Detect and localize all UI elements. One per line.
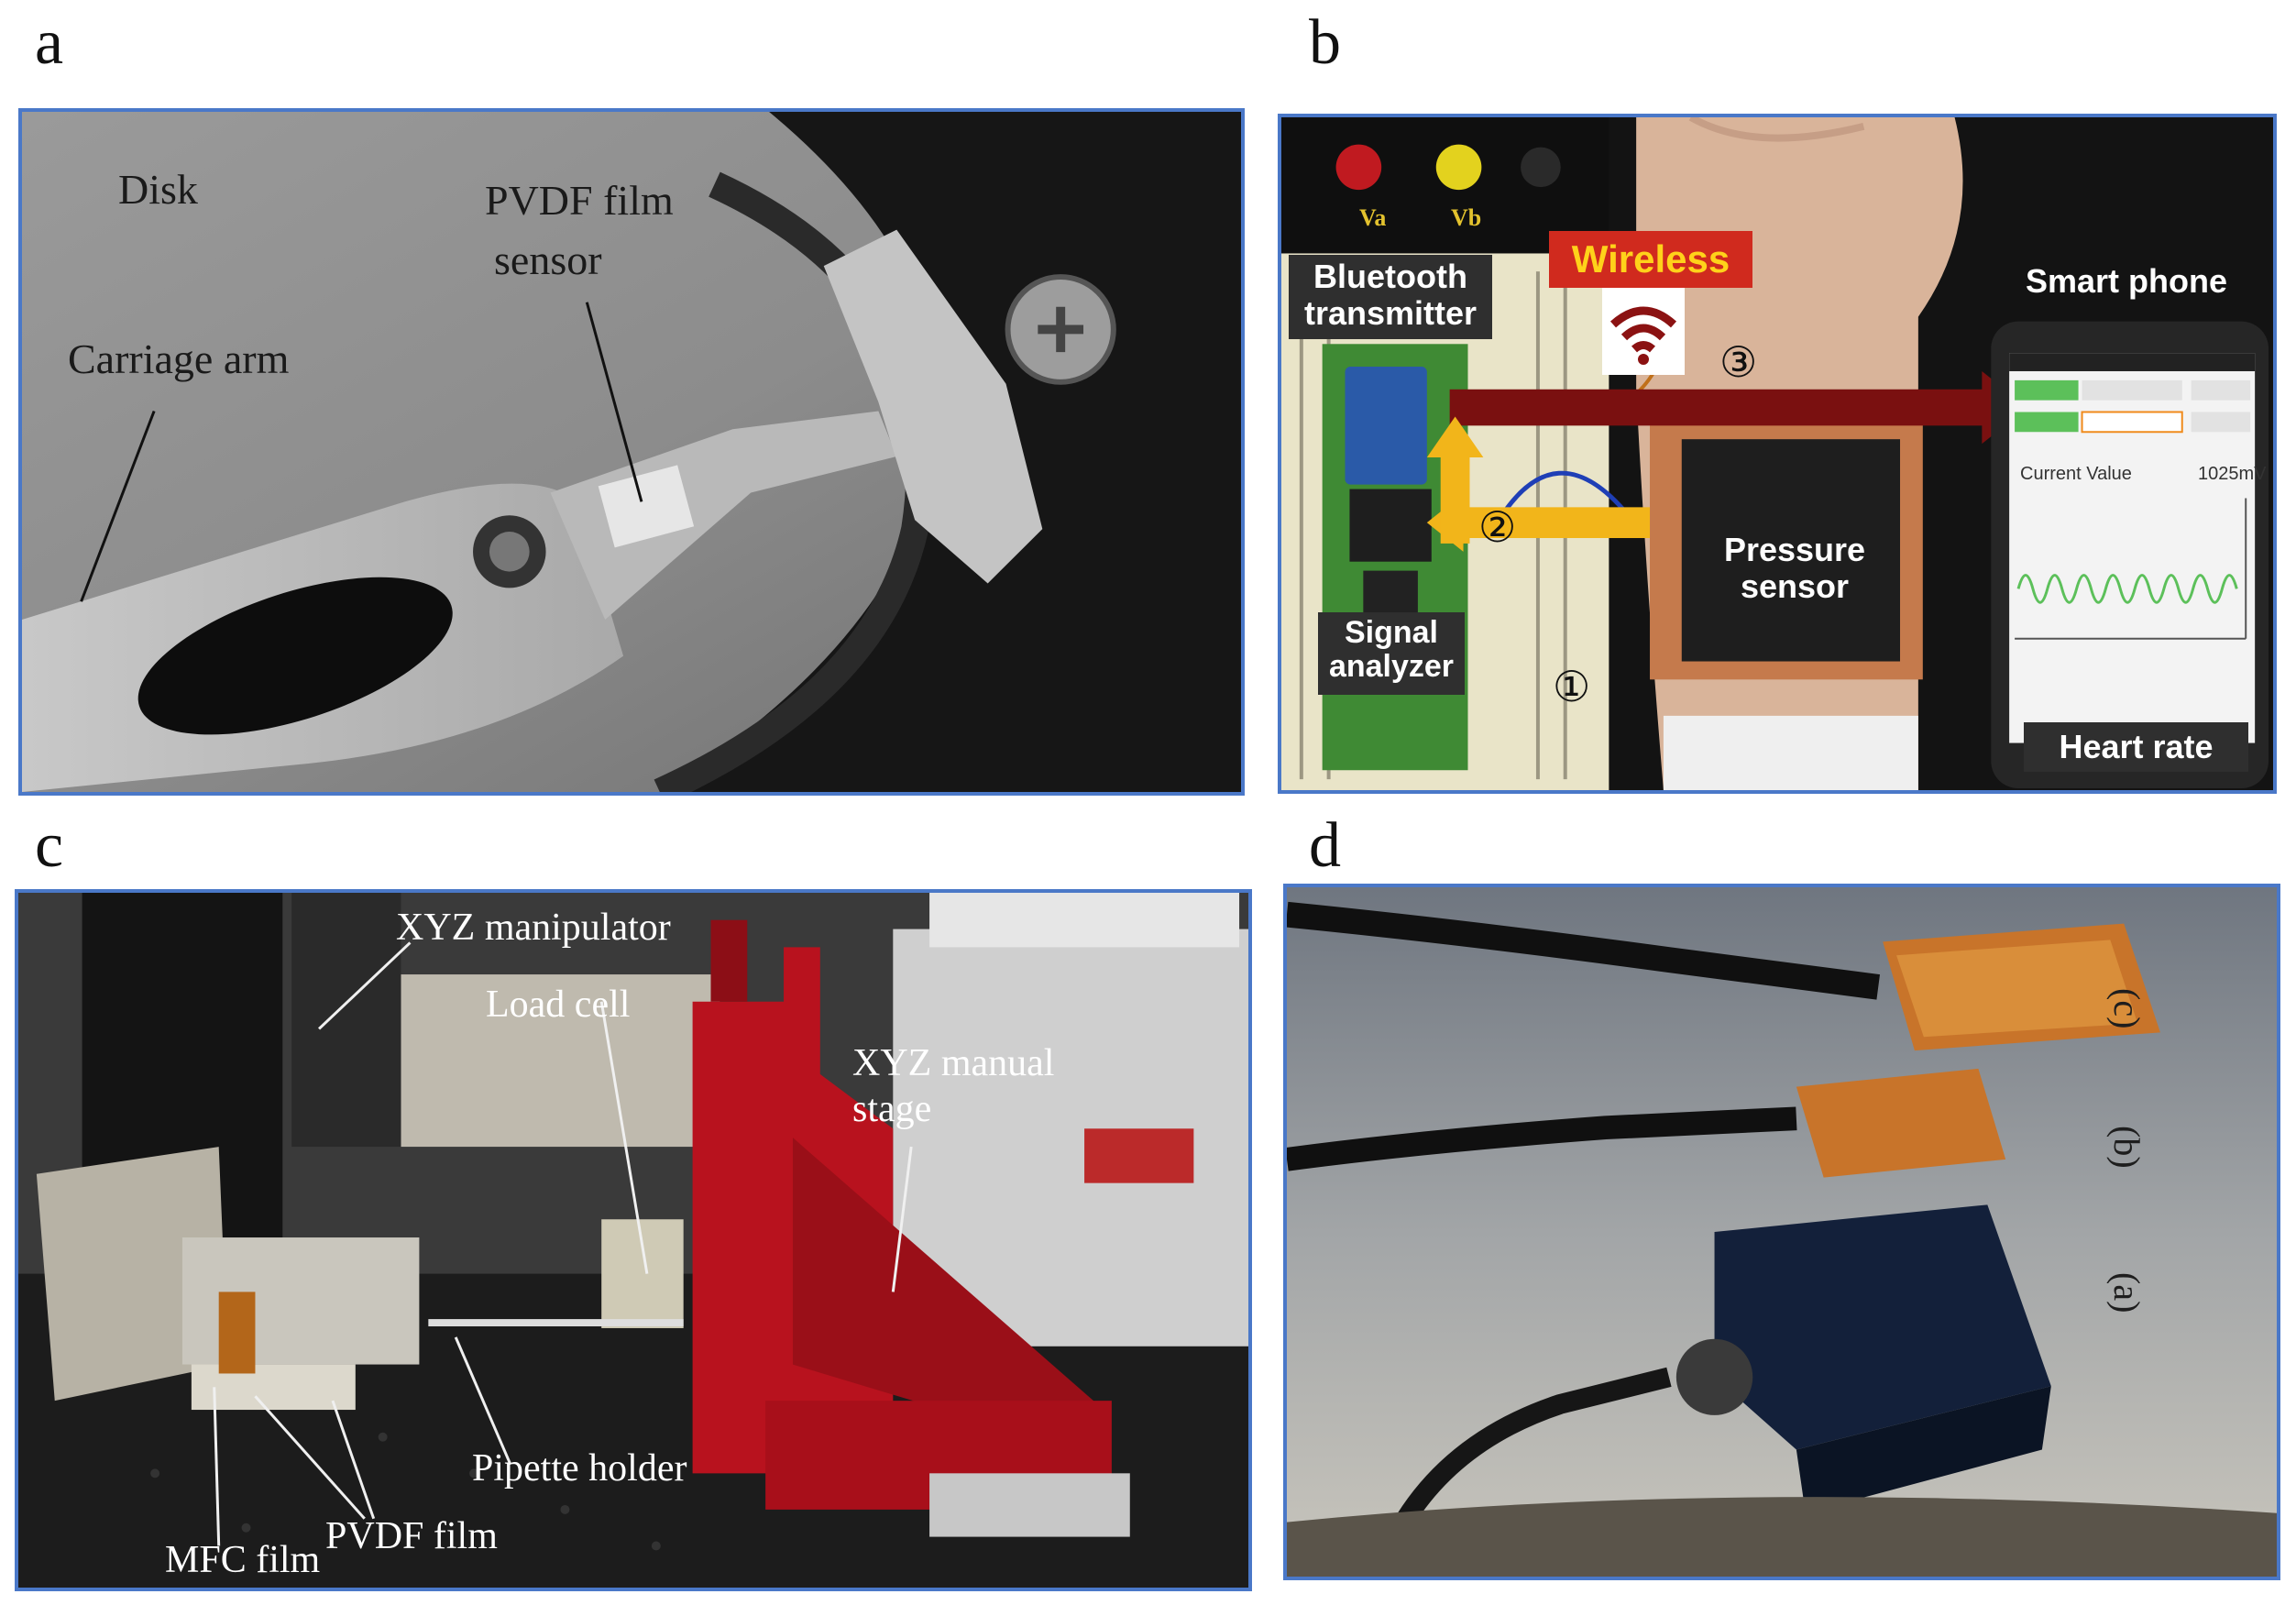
pressure-line1: Pressure: [1723, 531, 1866, 568]
bluetooth-line2: transmitter: [1303, 293, 1478, 332]
panel-b-illustration: [1281, 117, 2273, 790]
panel-a-photo: Disk PVDF film sensor Carriage arm: [18, 108, 1245, 796]
label-pvdf-film-sensor-line2: sensor: [494, 236, 602, 283]
label-pipette-holder: Pipette holder: [472, 1447, 687, 1490]
signal-line2: analyzer: [1328, 649, 1455, 685]
current-value-reading: 1025mV: [2198, 464, 2267, 484]
label-carriage-arm: Carriage arm: [68, 335, 290, 382]
vb-label: Vb: [1451, 204, 1482, 231]
panel-letter-b: b: [1309, 7, 1341, 78]
signal-line1: Signal: [1344, 615, 1439, 650]
wireless-wifi-icon: [1602, 288, 1685, 375]
label-sample-c: (c): [2106, 988, 2148, 1029]
label-pvdf-film: PVDF film: [325, 1515, 498, 1557]
panel-d-photo: (c) (b) (a): [1283, 884, 2280, 1580]
label-pvdf-film-sensor-line1: PVDF film: [485, 177, 674, 224]
bluetooth-transmitter-tag: Bluetooth transmitter: [1289, 255, 1492, 339]
label-xyz-manipulator: XYZ manipulator: [396, 907, 671, 949]
label-load-cell: Load cell: [486, 984, 631, 1026]
panel-b-photo: Wireless Bluetooth transmitter Signal an…: [1278, 114, 2277, 794]
panel-letter-c: c: [35, 810, 64, 881]
pressure-sensor-tag: Pressure sensor: [1689, 528, 1900, 610]
smart-phone-label: Smart phone: [2026, 262, 2228, 300]
heart-rate-tag: Heart rate: [2024, 722, 2248, 772]
panel-d-illustration: [1287, 887, 2277, 1577]
label-sample-b: (b): [2106, 1126, 2148, 1169]
step-3-marker: ③: [1719, 337, 1758, 387]
label-mfc-film: MFC film: [165, 1539, 321, 1581]
label-disk: Disk: [118, 166, 198, 213]
va-label: Va: [1359, 204, 1387, 231]
step-2-marker: ②: [1478, 502, 1517, 552]
panel-letter-d: d: [1309, 810, 1341, 881]
step-1-marker: ①: [1553, 662, 1591, 711]
panel-a-illustration: [22, 112, 1241, 792]
current-value-label: Current Value: [2020, 464, 2132, 484]
panel-c-illustration: [18, 893, 1248, 1588]
label-sample-a: (a): [2106, 1272, 2148, 1314]
wireless-label-box: Wireless: [1549, 231, 1752, 288]
label-xyz-manual-stage-line1: XYZ manual: [852, 1042, 1055, 1084]
panel-c-photo: XYZ manipulator Load cell XYZ manual sta…: [15, 889, 1252, 1591]
signal-analyzer-tag: Signal analyzer: [1318, 612, 1465, 695]
bluetooth-line1: Bluetooth: [1313, 258, 1467, 295]
pressure-line2: sensor: [1740, 566, 1850, 605]
label-xyz-manual-stage-line2: stage: [852, 1088, 932, 1130]
panel-letter-a: a: [35, 7, 64, 78]
